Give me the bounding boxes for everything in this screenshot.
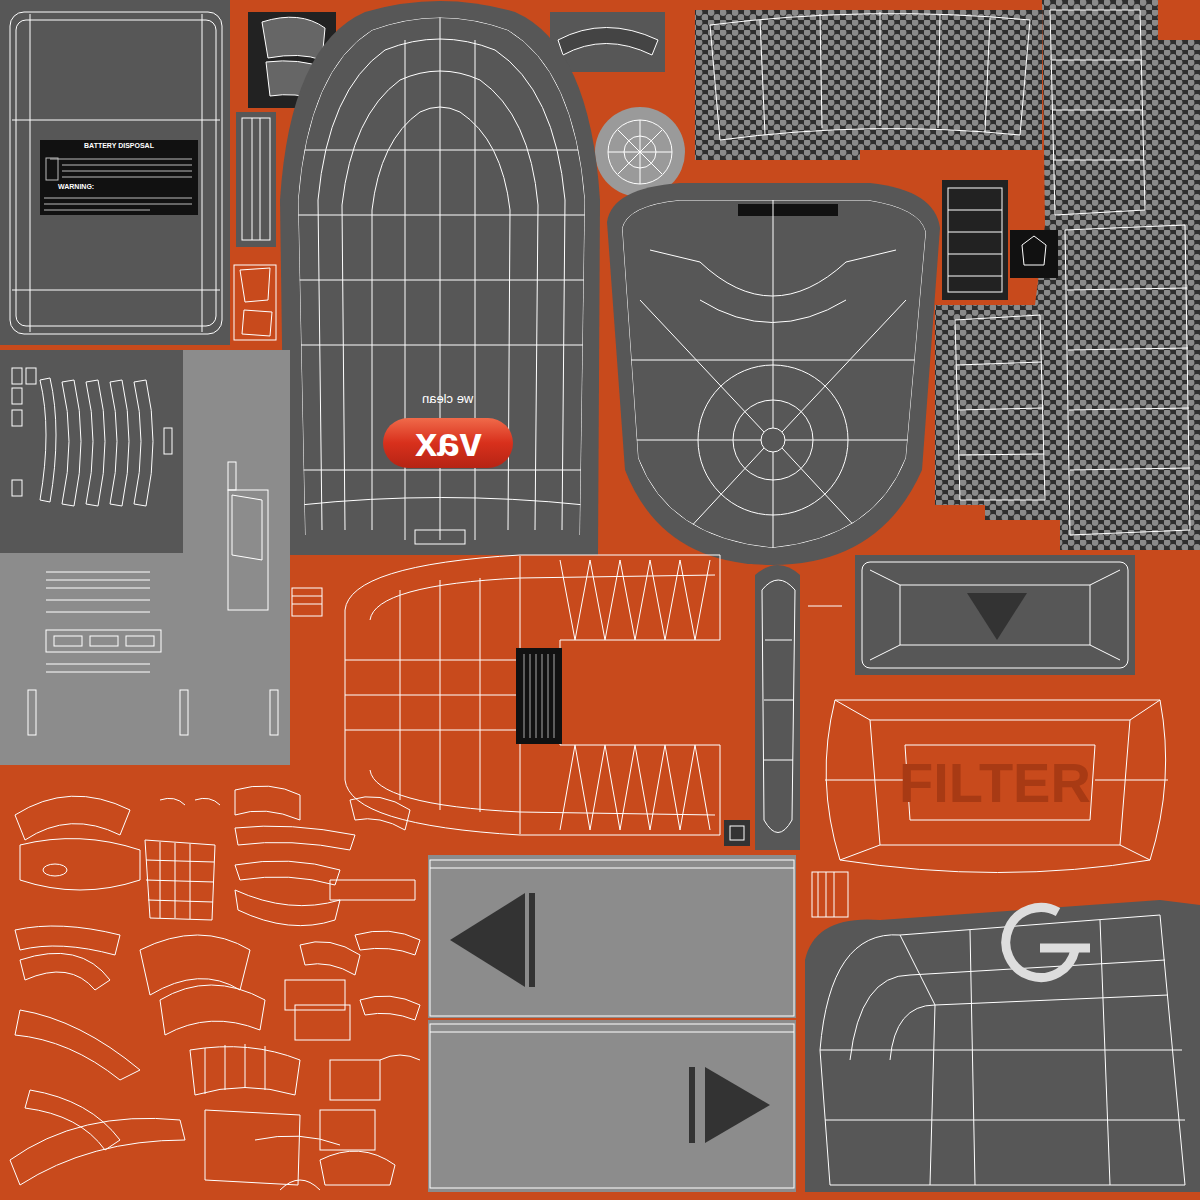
safety-label [516,648,562,744]
front-cover [607,183,940,565]
safety-label-lines [524,654,554,738]
mesh-grille [695,0,1200,550]
uv-islands [10,786,420,1190]
brand-badge: vaxwe clean [383,418,513,468]
small-tag-outline [730,826,744,840]
filter-label: FILTER [899,752,1091,814]
base-wireframe [345,555,720,835]
top-cover [280,1,600,555]
warning-text: WARNING: [58,183,94,191]
power-panel [805,900,1200,1192]
small-tag [724,820,750,846]
release-button [855,555,1135,675]
brand-logo: vax [415,420,482,464]
label-heading: BATTERY DISPOSAL [84,142,154,150]
filter-panel: FILTER [880,748,1110,818]
arrow-buttons [428,855,848,1192]
brand-slogan: we clean [422,392,473,406]
grey-panels [0,350,322,765]
battery-panel [0,0,230,345]
filter-tray [825,700,1168,873]
battery-label: BATTERY DISPOSAL WARNING: [40,140,198,215]
side-strip [755,565,842,850]
